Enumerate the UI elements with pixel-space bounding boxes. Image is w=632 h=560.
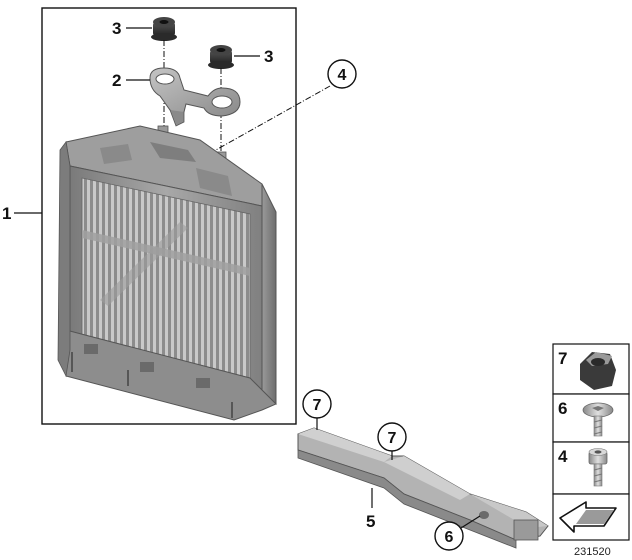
bolt-icon <box>588 448 608 487</box>
callout-6-number: 6 <box>445 529 454 546</box>
callout-6[interactable]: 6 <box>434 515 481 551</box>
diagram-number: 231520 <box>574 546 611 558</box>
callout-7-right-number: 7 <box>388 430 397 447</box>
transmission-oil-cooler[interactable] <box>57 125 277 421</box>
assembly-frame <box>41 7 297 425</box>
legend-number-7: 7 <box>558 349 567 368</box>
legend-number-4: 4 <box>558 447 568 466</box>
callout-1-number: 1 <box>2 204 11 223</box>
nut-clip-icon <box>580 352 616 390</box>
callout-4[interactable]: 4 <box>197 59 357 161</box>
callout-3-right-number: 3 <box>264 47 273 66</box>
callout-3-left-number: 3 <box>112 19 121 38</box>
callout-4-number: 4 <box>338 67 347 84</box>
callout-1[interactable]: 1 <box>2 204 42 223</box>
callout-5-number: 5 <box>366 512 375 531</box>
callout-2[interactable]: 2 <box>112 71 150 90</box>
callout-3-right[interactable]: 3 <box>234 47 273 66</box>
direction-arrow-icon <box>559 501 617 533</box>
rubber-grommet-left[interactable] <box>151 17 177 41</box>
mounting-bracket[interactable] <box>149 67 241 127</box>
callout-5[interactable]: 5 <box>366 488 375 531</box>
callout-2-number: 2 <box>112 71 121 90</box>
legend-number-6: 6 <box>558 399 567 418</box>
callout-3-left[interactable]: 3 <box>112 19 152 38</box>
rubber-grommet-right[interactable] <box>208 45 234 69</box>
support-rail[interactable] <box>297 427 549 549</box>
screw-icon <box>582 402 614 437</box>
callout-7-left[interactable]: 7 <box>302 389 332 430</box>
legend-cell-6[interactable] <box>552 393 630 443</box>
callout-7-right[interactable]: 7 <box>377 422 407 460</box>
fastener-legend: 7 6 4 <box>552 343 630 541</box>
callout-7-left-number: 7 <box>313 397 322 414</box>
